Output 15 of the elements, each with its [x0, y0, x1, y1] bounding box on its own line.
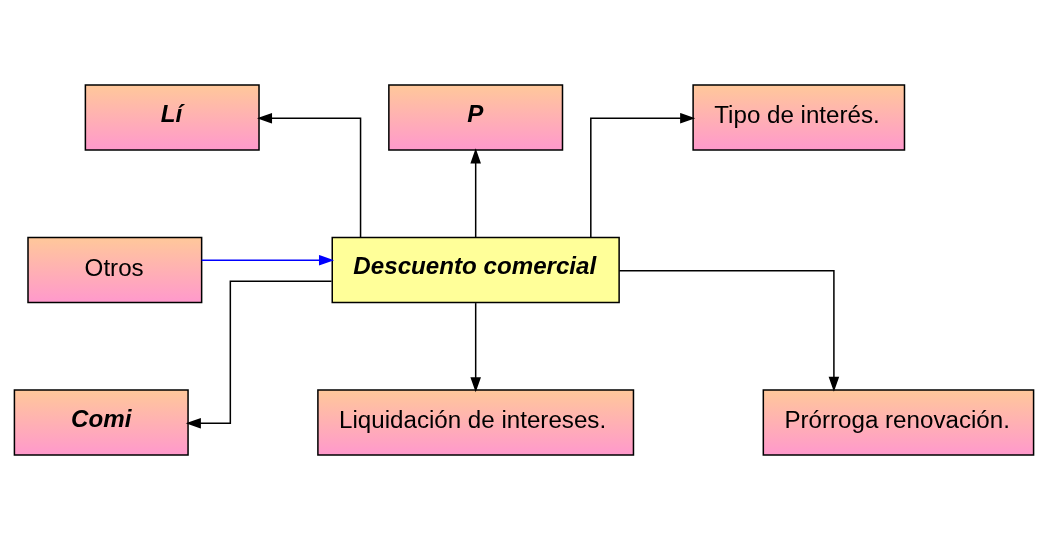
- node-box: Descuento comercial: [331, 236, 620, 304]
- arrow: [470, 302, 481, 393]
- node-box: Otros: [27, 236, 203, 304]
- node-box: Prórroga renovación.: [762, 389, 1035, 456]
- node-box: Lí: [84, 84, 260, 151]
- arrow: [470, 148, 481, 239]
- node-box: P: [388, 84, 564, 151]
- arrow: [185, 280, 333, 429]
- arrow: [590, 112, 696, 238]
- arrow: [200, 254, 335, 266]
- arrow: [256, 112, 362, 238]
- arrow: [618, 270, 840, 392]
- node-box: Tipo de interés.: [692, 84, 906, 151]
- node-box: Comi: [13, 389, 189, 456]
- node-box: Liquidación de intereses.: [317, 389, 635, 456]
